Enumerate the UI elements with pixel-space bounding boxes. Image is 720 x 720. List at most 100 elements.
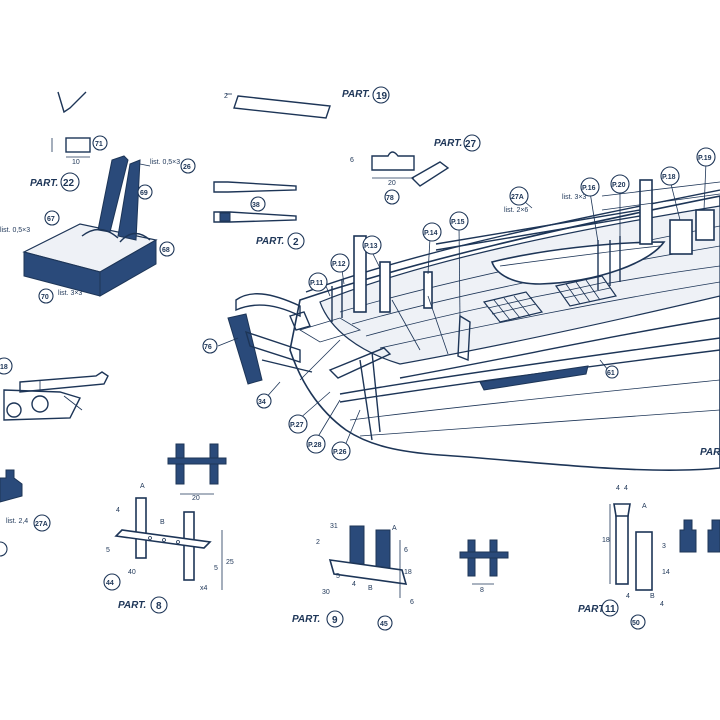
dim-3-11: 3 <box>662 543 666 550</box>
part-19-number: 19 <box>376 91 388 102</box>
part-22-number: 22 <box>63 178 75 189</box>
dim-2: 2 <box>224 93 228 100</box>
dim-10: 10 <box>72 159 80 166</box>
callout-45: 45 <box>380 621 388 628</box>
dim-30: 30 <box>322 589 330 596</box>
part-9-number: 9 <box>332 615 338 626</box>
callout-78: 78 <box>386 195 394 202</box>
callout-p15: P.15 <box>451 219 465 226</box>
mast-stump-fore <box>353 235 367 313</box>
dim-4-8: 4 <box>116 507 120 514</box>
part-8-number: 8 <box>156 601 162 612</box>
part-right-edge-word: PAR <box>700 447 720 458</box>
dim-6: 6 <box>350 157 354 164</box>
bitts-detail-small: 8 <box>459 539 509 594</box>
grating-2 <box>554 275 618 307</box>
dim-5-8: 5 <box>106 547 110 554</box>
dim-8: 8 <box>480 587 484 594</box>
dim-5-9: 5 <box>336 573 340 580</box>
dim-20-bitts: 20 <box>192 495 200 502</box>
dim-x4: x4 <box>200 585 208 592</box>
ships-boat <box>490 241 666 285</box>
callout-69: 69 <box>140 190 148 197</box>
dim-4-11a: 4 <box>616 485 620 492</box>
callout-p14: P.14 <box>424 230 438 237</box>
dim-14: 14 <box>662 569 670 576</box>
right-edge-profiles <box>679 519 720 553</box>
callout-p20: P.20 <box>612 182 626 189</box>
top-left-part-fragment <box>57 91 87 114</box>
dim-4-9: 4 <box>352 581 356 588</box>
dim-18-11: 18 <box>602 537 610 544</box>
callout-p13: P.13 <box>364 243 378 250</box>
callout-p18: P.18 <box>662 174 676 181</box>
callout-27a-left: 27A <box>35 521 48 528</box>
dim-2-9: 2 <box>316 539 320 546</box>
dim-A-11: A <box>642 503 647 510</box>
callout-p26: P.26 <box>333 449 347 456</box>
ship-callouts: 27A list. 2×6 list. 3×3 P.16 P.20 P.18 P… <box>202 147 720 461</box>
callout-71: 71 <box>95 141 103 148</box>
stepped-block: list. 2,4 27A <box>0 469 51 557</box>
callout-67: 67 <box>47 216 55 223</box>
dim-B-8: B <box>160 519 165 526</box>
dim-4-11c: 4 <box>626 593 630 600</box>
callout-61: 61 <box>607 370 615 377</box>
callout-70: 70 <box>41 294 49 301</box>
label-list-2x6: list. 2×6 <box>504 207 528 214</box>
callout-p12: P.12 <box>332 261 346 268</box>
part-11-number: 11 <box>605 604 616 615</box>
callout-27a: 27A <box>511 194 524 201</box>
mast-stump-main <box>639 179 653 245</box>
label-list-3x3-ship: list. 3×3 <box>562 194 586 201</box>
label-list-05x3-b: list. 0,5×3 <box>0 227 30 234</box>
label-list-24: list. 2,4 <box>6 518 28 525</box>
part-27-notched-block: 6 20 78 PART. 27 <box>350 134 481 205</box>
callout-76: 76 <box>204 344 212 351</box>
dim-A-8: A <box>140 483 145 490</box>
dim-20: 20 <box>388 180 396 187</box>
dim-25: 25 <box>226 559 234 566</box>
callout-p28: P.28 <box>308 442 322 449</box>
dim-6-9b: 6 <box>410 599 414 606</box>
dim-B-11: B <box>650 593 655 600</box>
bitts-detail-top: 20 <box>167 443 227 502</box>
part-27-number: 27 <box>465 139 477 150</box>
label-list-3x3: list. 3×3 <box>58 290 82 297</box>
part-8-word: PART. <box>118 600 146 611</box>
callout-38: 38 <box>252 202 260 209</box>
part-19-word: PART. <box>342 89 370 100</box>
dim-40: 40 <box>128 569 136 576</box>
part-27-word: PART. <box>434 138 462 149</box>
cannon-on-carriage: 18 <box>0 357 109 421</box>
dim-A-9: A <box>392 525 397 532</box>
dim-4-11d: 4 <box>660 601 664 608</box>
part-22-word: PART. <box>30 178 58 189</box>
part-2-tiller: 38 PART. 2 <box>213 181 305 250</box>
part-11-posts: 4 4 A 18 3 14 B 4 4 PART. 11 50 <box>578 485 670 630</box>
dim-5-8b: 5 <box>214 565 218 572</box>
part-2-word: PART. <box>256 236 284 247</box>
callout-p16: P.16 <box>582 185 596 192</box>
part-9-bitts: 31 2 5 30 4 6 18 A B 6 PART. 9 45 <box>292 523 414 631</box>
callout-44: 44 <box>106 580 114 587</box>
dim-4-11b: 4 <box>624 485 628 492</box>
callout-26: 26 <box>183 164 191 171</box>
part-2-number: 2 <box>293 237 299 248</box>
part-22-display-stand: 10 71 PART. 22 list. 0,5×3 26 69 list. 0… <box>0 135 196 304</box>
ship-hull-assembly <box>217 161 720 471</box>
part-8-bitts: A B 4 5 40 5 25 x4 44 PART. 8 <box>103 483 234 614</box>
callout-18: 18 <box>0 364 8 371</box>
callout-p27: P.27 <box>290 422 304 429</box>
dim-B-9: B <box>368 585 373 592</box>
callout-68: 68 <box>162 247 170 254</box>
callout-p19: P.19 <box>698 155 712 162</box>
dim-6-9: 6 <box>404 547 408 554</box>
part-9-word: PART. <box>292 614 320 625</box>
dim-31: 31 <box>330 523 338 530</box>
dim-18-9: 18 <box>404 569 412 576</box>
label-list-05x3: list. 0,5×3 <box>150 159 180 166</box>
callout-34: 34 <box>258 399 266 406</box>
callout-50: 50 <box>632 620 640 627</box>
